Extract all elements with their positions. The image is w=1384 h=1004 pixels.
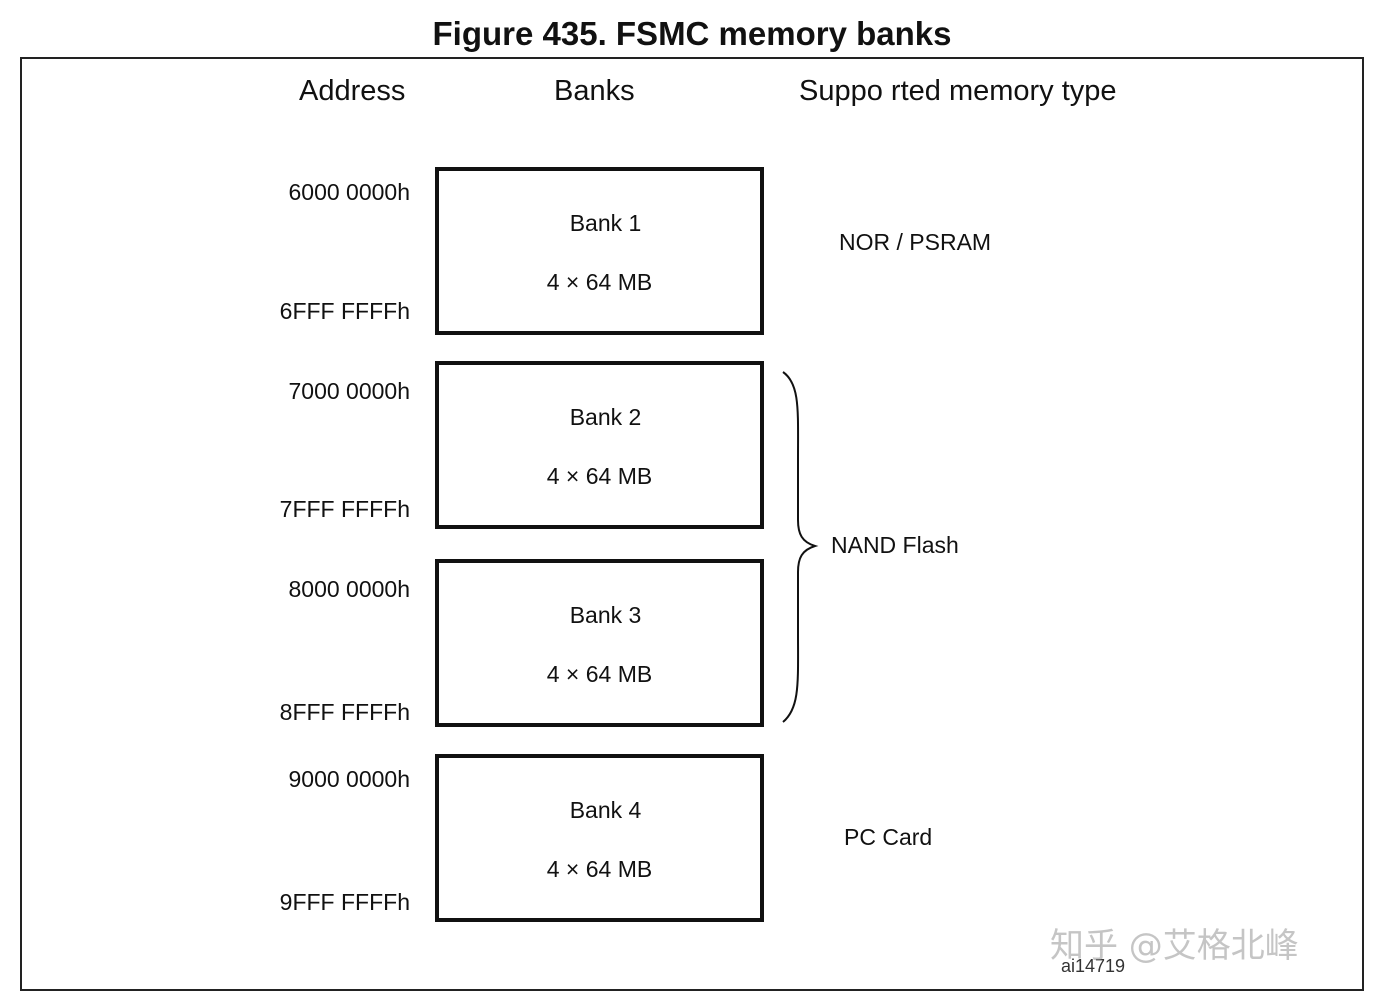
bank1-end-address: 6FFF FFFFh	[279, 298, 410, 324]
bank-2-box: Bank 2 4 × 64 MB	[435, 361, 764, 529]
banks-column-header: Banks	[554, 75, 635, 107]
bank-3-name: Bank 3	[569, 602, 642, 628]
watermark: 知乎 @艾格北峰	[1050, 926, 1299, 966]
bank4-end-address: 9FFF FFFFh	[279, 889, 410, 915]
bank2-end-address: 7FFF FFFFh	[279, 496, 410, 522]
memory-type-column-header: Suppo rted memory type	[799, 75, 1117, 107]
address-column-header: Address	[299, 75, 406, 107]
bank4-start-address: 9000 0000h	[288, 766, 410, 792]
bank-4-box: Bank 4 4 × 64 MB	[435, 754, 764, 922]
figure-title: Figure 435. FSMC memory banks	[432, 15, 952, 52]
bank-2-name: Bank 2	[569, 404, 642, 430]
memory-type-nor-psram: NOR / PSRAM	[839, 229, 992, 255]
bank-1-size: 4 × 64 MB	[546, 269, 653, 295]
bank-3-size: 4 × 64 MB	[546, 661, 653, 687]
curly-brace-icon	[782, 371, 819, 723]
bank-3-box: Bank 3 4 × 64 MB	[435, 559, 764, 727]
diagram-frame	[20, 57, 1364, 991]
bank-1-name: Bank 1	[569, 210, 642, 236]
bank-4-size: 4 × 64 MB	[546, 856, 653, 882]
bank-4-name: Bank 4	[569, 797, 642, 823]
memory-type-nand-flash: NAND Flash	[831, 532, 959, 558]
bank3-end-address: 8FFF FFFFh	[279, 699, 410, 725]
bank1-start-address: 6000 0000h	[288, 179, 410, 205]
figure-reference-code: ai14719	[1061, 956, 1126, 976]
bank-1-box: Bank 1 4 × 64 MB	[435, 167, 764, 335]
bank-2-size: 4 × 64 MB	[546, 463, 653, 489]
bank2-start-address: 7000 0000h	[288, 378, 410, 404]
bank3-start-address: 8000 0000h	[288, 576, 410, 602]
memory-type-pc-card: PC Card	[844, 824, 933, 850]
